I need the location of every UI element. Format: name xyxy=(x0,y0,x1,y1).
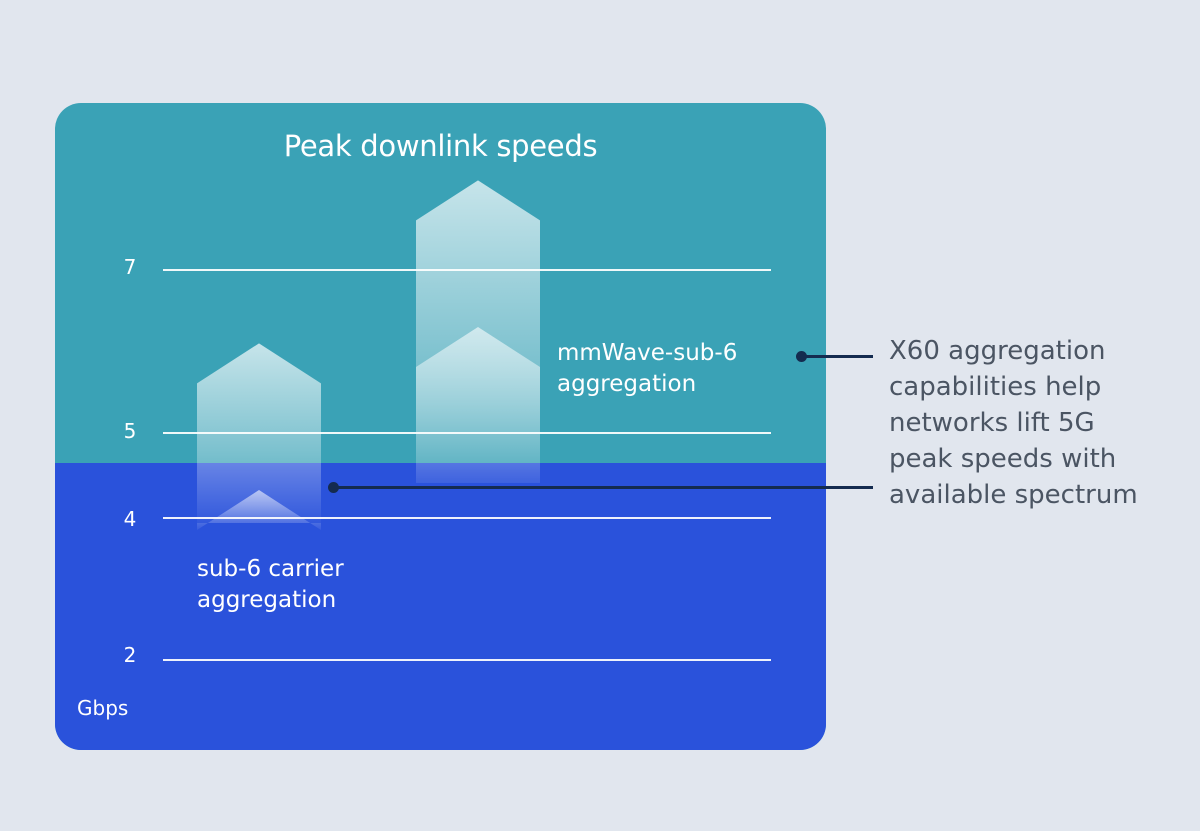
bar-label-line: sub-6 carrier xyxy=(197,556,344,582)
base-arrow xyxy=(416,327,540,483)
gridline-4 xyxy=(163,517,771,519)
callout-line-mmwave xyxy=(801,355,873,358)
callout-line-text: capabilities help xyxy=(889,372,1102,402)
y-axis-unit: Gbps xyxy=(77,696,129,720)
callout-line-text: X60 aggregation xyxy=(889,336,1106,366)
y-tick-label: 5 xyxy=(123,419,137,443)
base-arrow xyxy=(197,490,321,531)
y-tick-label: 7 xyxy=(123,255,137,279)
callout-line-text: peak speeds with xyxy=(889,444,1117,474)
bar-label-line: mmWave-sub-6 xyxy=(557,340,738,366)
gridline-2 xyxy=(163,659,771,661)
bar-label-mmwave: mmWave-sub-6 aggregation xyxy=(557,338,737,400)
bar-label-line: aggregation xyxy=(197,587,337,613)
bar-label-line: aggregation xyxy=(557,371,697,397)
peak-arrow xyxy=(197,343,321,523)
lower-band xyxy=(55,463,826,750)
chart-card: Peak downlink speeds 7 5 4 2 Gbps sub-6 … xyxy=(55,103,826,750)
callout-line-text: available spectrum xyxy=(889,480,1138,510)
arrow-bars xyxy=(197,180,540,531)
chart-title: Peak downlink speeds xyxy=(283,129,598,163)
callout-line-text: networks lift 5G xyxy=(889,408,1095,438)
bar-label-sub6: sub-6 carrier aggregation xyxy=(197,554,344,616)
callout-text: X60 aggregation capabilities help networ… xyxy=(889,333,1189,513)
y-tick-label: 4 xyxy=(123,507,137,531)
y-tick-label: 2 xyxy=(123,643,137,667)
callout-line-sub6 xyxy=(333,486,873,489)
